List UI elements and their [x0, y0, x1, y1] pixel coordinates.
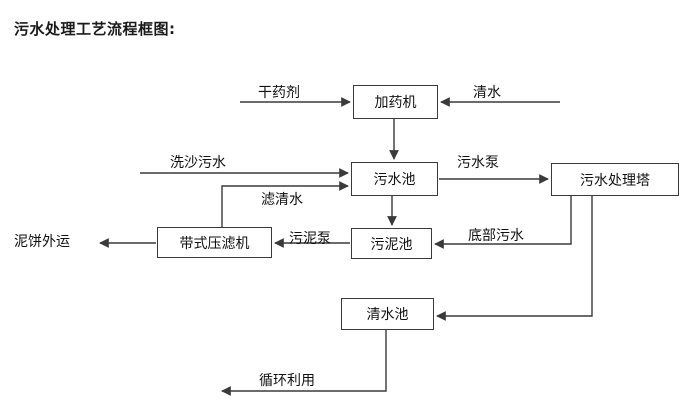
node-treatment-tower[interactable]: 污水处理塔	[551, 163, 679, 196]
page-title: 污水处理工艺流程框图:	[14, 20, 176, 38]
node-label: 加药机	[374, 95, 417, 111]
label-dry-agent: 干药剂	[258, 85, 300, 101]
label-sludge-pump: 污泥泵	[289, 231, 331, 247]
node-label: 污水池	[373, 172, 416, 188]
connector-tower-to-sludge-pool	[434, 196, 572, 249]
label-filtrate-clear-water: 滤清水	[261, 192, 303, 208]
connector-tower-to-clean-water-pool	[436, 196, 593, 321]
label-bottom-sewage: 底部污水	[468, 228, 524, 244]
node-sewage-pool[interactable]: 污水池	[351, 162, 438, 196]
node-clean-water-pool[interactable]: 清水池	[341, 298, 434, 330]
node-sludge-pool[interactable]: 污泥池	[351, 228, 432, 259]
node-label: 污水处理塔	[580, 172, 650, 189]
label-mud-cake-out: 泥饼外运	[14, 234, 70, 250]
label-clean-water-input: 清水	[473, 85, 501, 101]
node-label: 清水池	[366, 307, 409, 323]
label-recycle-reuse: 循环利用	[259, 373, 315, 389]
node-dosing-machine[interactable]: 加药机	[353, 85, 438, 119]
connector-filter-press-to-sewage-pool	[221, 181, 349, 227]
label-sand-wash-sewage: 洗沙污水	[170, 155, 226, 171]
node-label: 污泥池	[370, 236, 413, 253]
connector-clean-water-pool-to-recycle	[221, 330, 387, 396]
node-label: 带式压滤机	[179, 235, 250, 252]
label-sewage-pump: 污水泵	[457, 155, 499, 171]
node-belt-filter-press[interactable]: 带式压滤机	[157, 227, 272, 258]
